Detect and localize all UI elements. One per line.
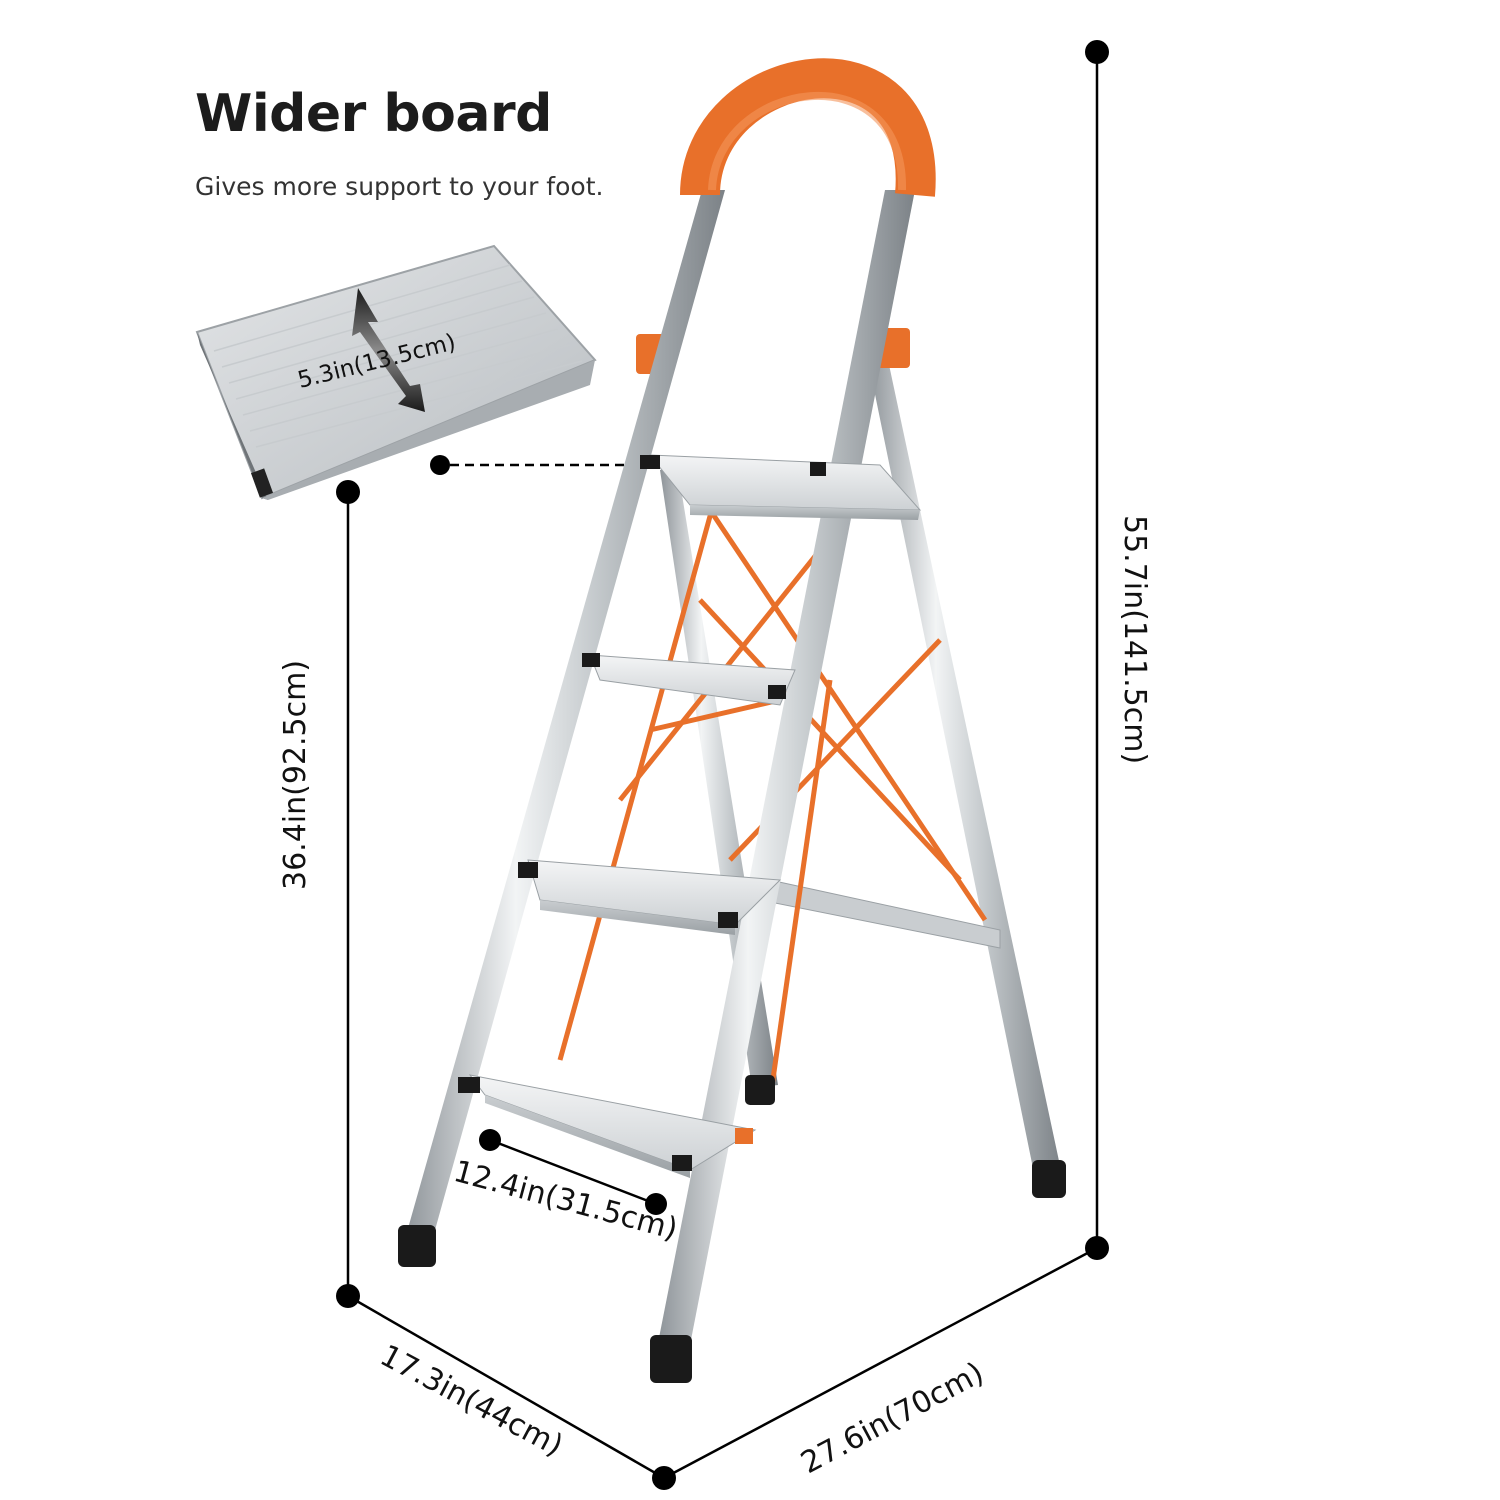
platform-height-label: 36.4in(92.5cm): [278, 660, 313, 890]
step-2: [518, 859, 782, 935]
step-4: [640, 454, 922, 520]
base-width-label: 27.6in(70cm): [795, 1356, 989, 1481]
base-depth-label: 17.3in(44cm): [374, 1338, 568, 1463]
ladder: [398, 58, 1066, 1383]
dimension-lines: [346, 52, 1099, 1480]
step-3: [582, 653, 796, 706]
dimension-dots: [336, 40, 1109, 1490]
double-arrow-icon: [352, 288, 425, 412]
step-1: [458, 1074, 757, 1178]
board-leader: [430, 455, 640, 475]
total-height-label: 55.7in(141.5cm): [1117, 515, 1152, 764]
subtitle: Gives more support to your foot.: [195, 172, 604, 201]
board-detail: 5.3in(13.5cm): [195, 244, 597, 500]
headline: Wider board: [195, 84, 552, 144]
